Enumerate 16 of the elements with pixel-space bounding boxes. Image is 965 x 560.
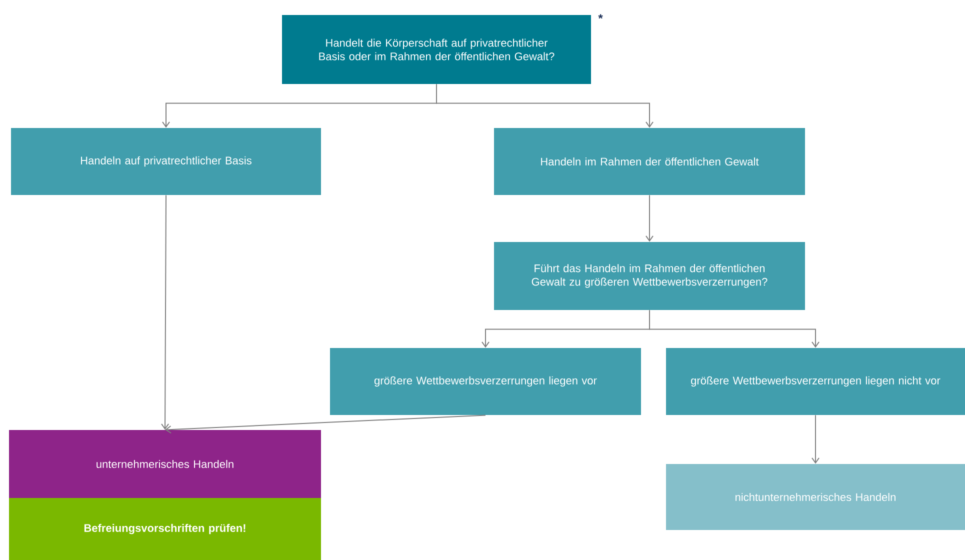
arrow xyxy=(649,310,820,348)
process-box: größere Wettbewerbsverzerrungen liegen nicht vor xyxy=(666,348,965,415)
question-box: Führt das Handeln im Rahmen der öffentlichen Gewalt zu größeren Wettbewerbsverzerrungen? xyxy=(494,242,806,310)
result-box: Befreiungsvorschriften prüfen! xyxy=(9,498,321,560)
arrow xyxy=(436,84,654,128)
process-box: Handeln im Rahmen der öffentlichen Gewalt xyxy=(494,128,806,195)
arrow xyxy=(161,194,170,430)
arrow xyxy=(165,414,486,434)
arrow xyxy=(646,194,654,242)
result-box: unternehmerisches Handeln xyxy=(9,430,321,498)
result-box: nichtunternehmerisches Handeln xyxy=(666,464,965,530)
footnote-mark: * xyxy=(598,14,603,19)
arrow xyxy=(812,414,820,464)
question-box: Handelt die Körperschaft auf privatrechtlicher Basis oder im Rahmen der öffentlichen Gewalt? xyxy=(282,15,591,84)
process-box: Handeln auf privatrechtlicher Basis xyxy=(11,128,321,195)
process-box: größere Wettbewerbsverzerrungen liegen vor xyxy=(330,348,641,415)
